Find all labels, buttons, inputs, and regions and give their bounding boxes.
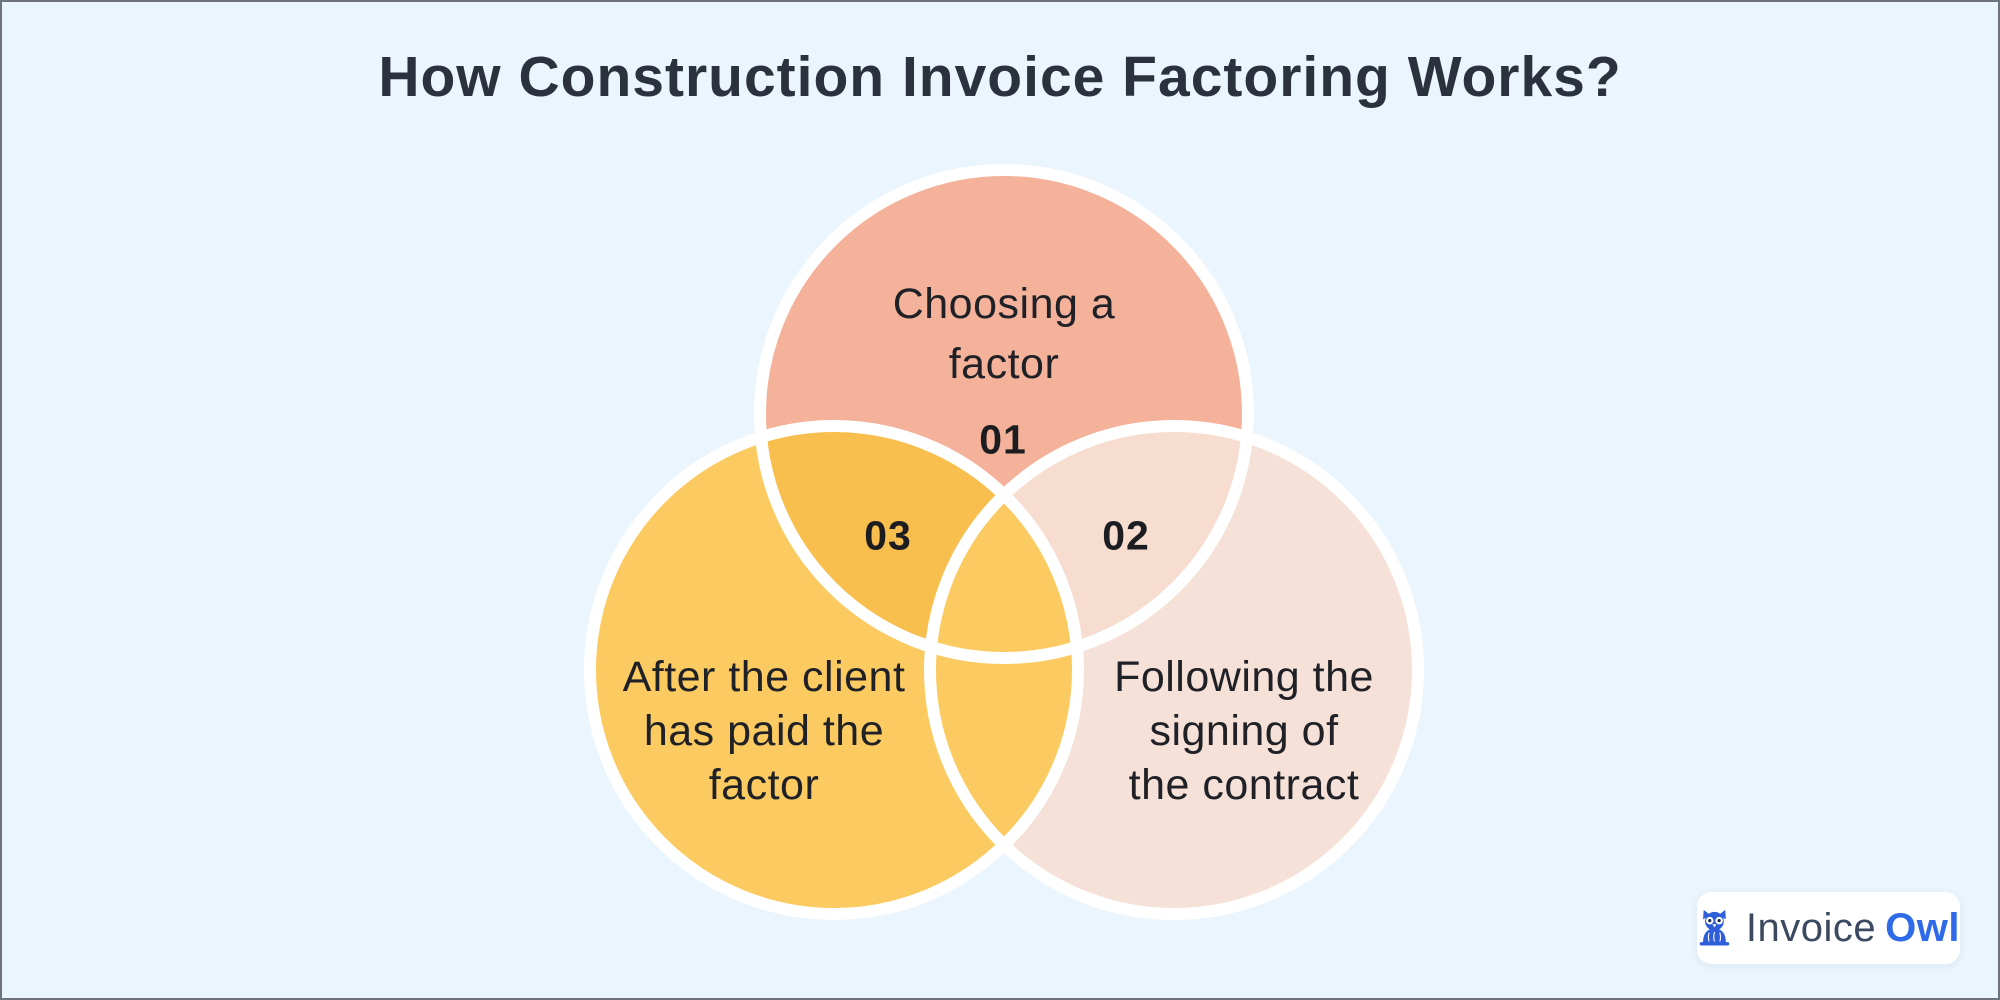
label-line: factor [948, 340, 1060, 388]
page-title: How Construction Invoice Factoring Works… [378, 45, 1622, 109]
label-line: Choosing a [892, 280, 1116, 328]
label-after-client-paid: After the client has paid the factor [544, 650, 984, 812]
label-line: After the client [622, 653, 906, 701]
venn-circle-left-outline [584, 420, 1084, 920]
label-line: Following the [1114, 653, 1374, 701]
owl-icon [1699, 909, 1730, 946]
label-line: has paid the [643, 707, 885, 755]
venn-circle-right-outline [924, 420, 1424, 920]
logo-text-owl: Owl [1885, 905, 1960, 950]
label-following-signing: Following the signing of the contract [1024, 650, 1464, 812]
step-number-02: 02 [1102, 512, 1150, 559]
label-line: the contract [1128, 761, 1360, 809]
label-line: factor [708, 761, 820, 809]
venn-circle-top-outline [754, 164, 1254, 664]
label-choosing-a-factor: Choosing a factor [784, 274, 1224, 394]
label-line: signing of [1149, 707, 1339, 755]
step-number-01: 01 [979, 416, 1027, 463]
step-number-03: 03 [864, 512, 912, 559]
logo-text-invoice: Invoice [1745, 905, 1877, 950]
